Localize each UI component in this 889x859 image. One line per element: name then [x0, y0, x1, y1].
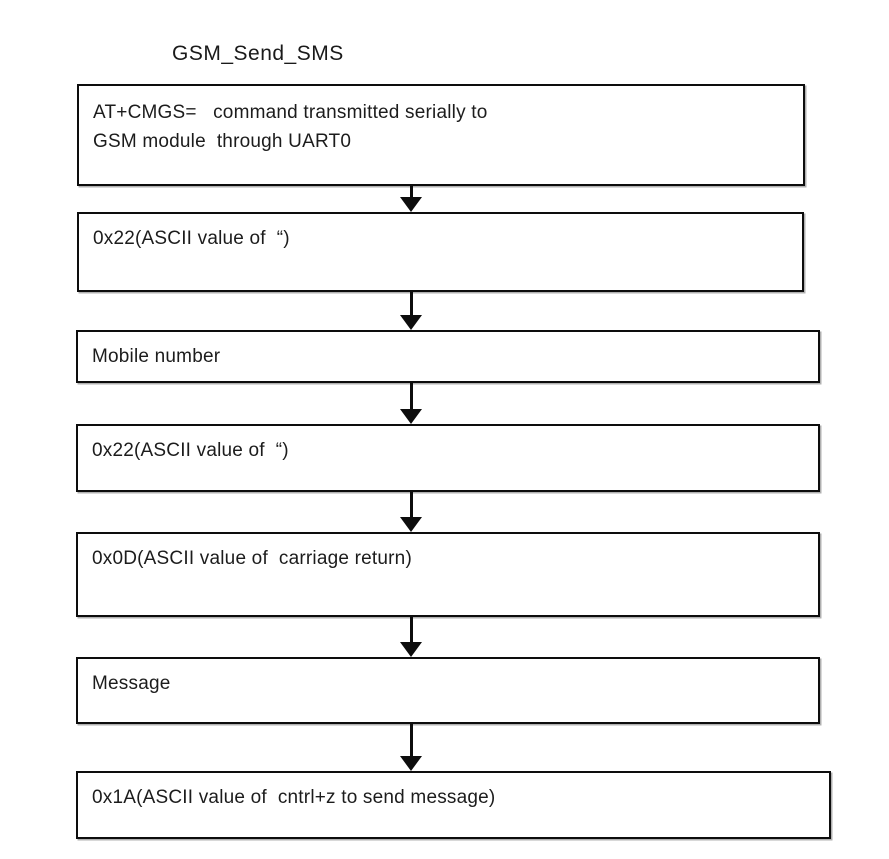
down-arrow-icon	[400, 409, 422, 424]
arrow-stem	[409, 292, 413, 318]
down-arrow-icon	[400, 642, 422, 657]
flow-step-5-0x0d-carriage-return: 0x0D(ASCII value of carriage return)	[76, 532, 820, 617]
flow-connector-1	[399, 186, 423, 212]
down-arrow-icon	[400, 517, 422, 532]
arrow-stem	[409, 186, 413, 200]
arrow-stem	[409, 492, 413, 520]
flow-step-7-0x1a-ctrl-z: 0x1A(ASCII value of cntrl+z to send mess…	[76, 771, 831, 839]
down-arrow-icon	[400, 197, 422, 212]
arrow-stem	[409, 617, 413, 645]
flow-step-1-at-cmgs-command: AT+CMGS= command transmitted serially to…	[77, 84, 805, 186]
arrow-stem	[409, 724, 413, 759]
flow-step-6-message: Message	[76, 657, 820, 724]
arrow-stem	[409, 383, 413, 412]
down-arrow-icon	[400, 756, 422, 771]
flow-step-3-mobile-number: Mobile number	[76, 330, 820, 383]
flow-step-4-0x22-quote: 0x22(ASCII value of “)	[76, 424, 820, 492]
flow-connector-2	[399, 292, 423, 330]
flow-connector-4	[399, 492, 423, 532]
flow-connector-3	[399, 383, 423, 424]
flow-connector-5	[399, 617, 423, 657]
diagram-title: GSM_Send_SMS	[172, 42, 344, 65]
flow-step-2-0x22-quote: 0x22(ASCII value of “)	[77, 212, 804, 292]
down-arrow-icon	[400, 315, 422, 330]
flow-connector-6	[399, 724, 423, 771]
